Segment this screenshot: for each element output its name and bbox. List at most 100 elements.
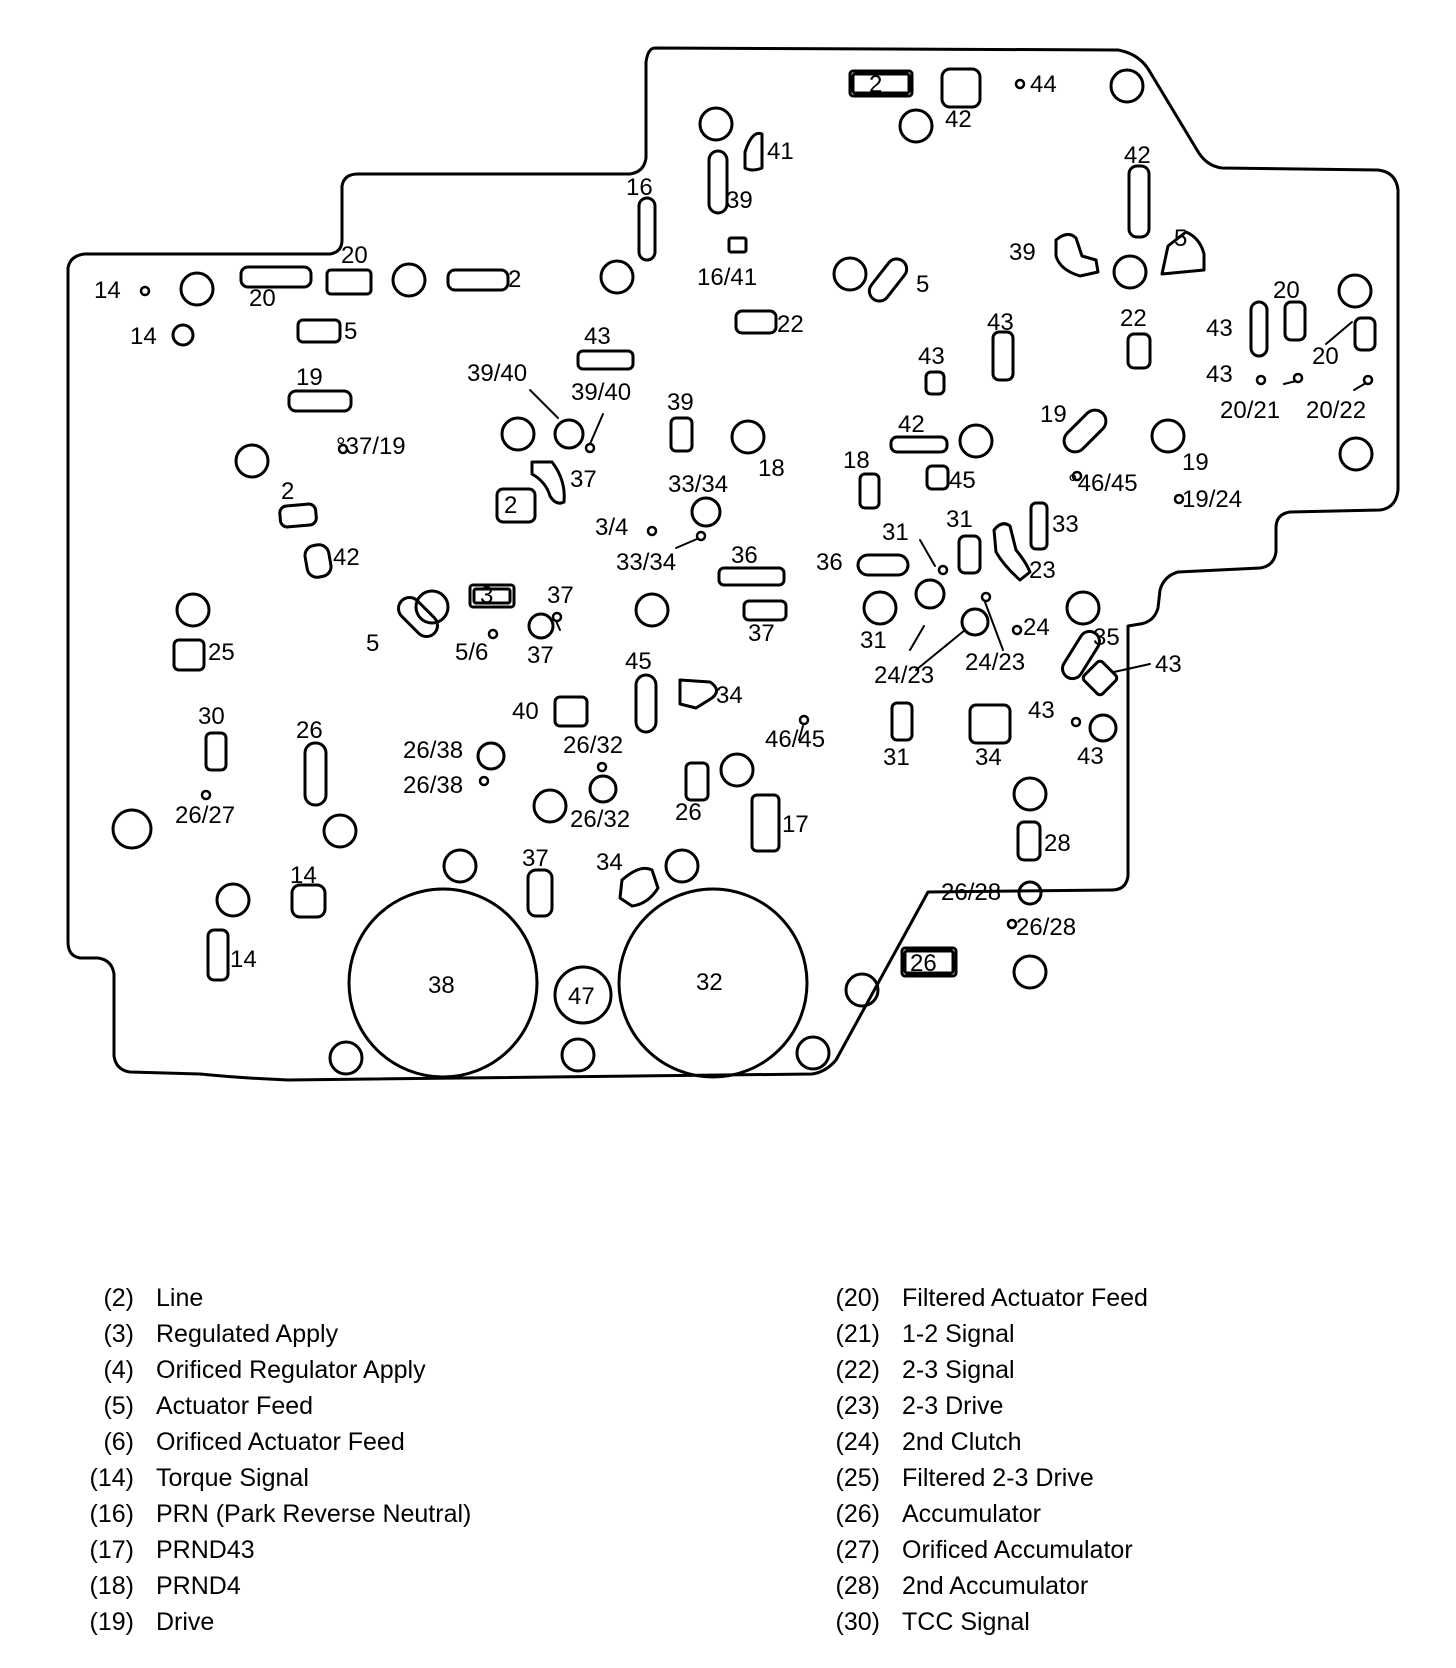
- label-14-d: 14: [230, 946, 257, 973]
- legend-code: (17): [89, 1536, 134, 1564]
- label-17: 17: [782, 811, 809, 838]
- label-3-4: 3/4: [595, 514, 628, 541]
- label-33-34-b: 33/34: [616, 549, 676, 576]
- legend-code: (30): [835, 1608, 880, 1636]
- legend-item: (5)Actuator Feed: [62, 1388, 742, 1424]
- legend-text: 1-2 Signal: [902, 1320, 1015, 1348]
- label-5-a: 5: [344, 318, 357, 345]
- label-37-e: 37: [522, 845, 549, 872]
- legend-code: (19): [89, 1608, 134, 1636]
- legend-text: PRND4: [156, 1572, 241, 1600]
- legend-item: (25)Filtered 2-3 Drive: [808, 1460, 1428, 1496]
- legend-code: (23): [835, 1392, 880, 1420]
- label-38: 38: [428, 972, 455, 999]
- legend-item: (18) PRND4: [62, 1568, 742, 1604]
- diagram-labels: 14 14 20 20 2 5 19 °37/19 2 42 25 30 26 …: [94, 71, 1366, 1010]
- legend-item: (23) 2-3 Drive: [808, 1388, 1428, 1424]
- label-2-a: 2: [508, 266, 521, 293]
- legend-item: (17) PRND43: [62, 1532, 742, 1568]
- label-31-c: 31: [860, 627, 887, 654]
- label-26-32-a: 26/32: [563, 732, 623, 759]
- legend-text: Orificed Accumulator: [902, 1536, 1133, 1564]
- label-35: 35: [1093, 624, 1120, 651]
- legend-code: (18): [89, 1572, 134, 1600]
- legend-left-column: (2)Line (3)Regulated Apply (4)Orificed R…: [62, 1280, 742, 1640]
- label-3: 3: [480, 582, 493, 609]
- label-41: 41: [767, 138, 794, 165]
- label-46-45-b: °46/45: [1068, 470, 1138, 497]
- label-31-a: 31: [882, 519, 909, 546]
- label-34-a: 34: [716, 682, 743, 709]
- legend-text: Regulated Apply: [156, 1320, 339, 1348]
- legend-text: 2-3 Drive: [902, 1392, 1004, 1420]
- circle-holes: [111, 68, 1374, 1076]
- label-47: 47: [568, 983, 595, 1010]
- legend-item: (24)2nd Clutch: [808, 1424, 1428, 1460]
- legend-text: Orificed Actuator Feed: [156, 1428, 405, 1456]
- legend-code: (20): [835, 1284, 880, 1312]
- legend-item: (30)TCC Signal: [808, 1604, 1428, 1640]
- legend-text: PRND43: [156, 1536, 255, 1564]
- label-20-d: 20: [1312, 343, 1339, 370]
- legend-right-column: (20)Filtered Actuator Feed (21)1-2 Signa…: [808, 1280, 1428, 1640]
- legend-code: (24): [835, 1428, 880, 1456]
- label-31-d: 31: [883, 744, 910, 771]
- label-28: 28: [1044, 830, 1071, 857]
- label-18-b: 18: [843, 447, 870, 474]
- legend-text: Orificed Regulator Apply: [156, 1356, 426, 1384]
- label-39-b: 39: [726, 187, 753, 214]
- label-39-40-b: 39/40: [571, 379, 631, 406]
- label-43-e: 43: [1206, 361, 1233, 388]
- label-22-a: 22: [777, 311, 804, 338]
- label-26-32-b: 26/32: [570, 806, 630, 833]
- label-20-21: 20/21: [1220, 397, 1280, 424]
- label-23: 23: [1029, 557, 1056, 584]
- label-5-c: 5: [916, 271, 929, 298]
- label-19-b: 19: [1040, 401, 1067, 428]
- legend-item: (6)Orificed Actuator Feed: [62, 1424, 742, 1460]
- label-43-b: 43: [987, 309, 1014, 336]
- label-31-b: 31: [946, 506, 973, 533]
- label-24: 24: [1023, 614, 1050, 641]
- label-16-a: 16: [626, 174, 653, 201]
- label-5-b: 5: [366, 630, 379, 657]
- legend-code: (14): [89, 1464, 134, 1492]
- bore-47: [553, 965, 613, 1025]
- label-14-a: 14: [94, 277, 121, 304]
- legend-code: (16): [89, 1500, 134, 1528]
- label-42-b: 42: [945, 106, 972, 133]
- legend-text: 2-3 Signal: [902, 1356, 1015, 1384]
- legend-text: PRN (Park Reverse Neutral): [156, 1500, 472, 1528]
- legend-item: (22)2-3 Signal: [808, 1352, 1428, 1388]
- valve-body-spacer-plate-diagram: 14 14 20 20 2 5 19 °37/19 2 42 25 30 26 …: [66, 46, 1400, 1082]
- legend-code: (21): [835, 1320, 880, 1348]
- legend-code: (28): [835, 1572, 880, 1600]
- label-14-b: 14: [130, 323, 157, 350]
- leader-lines: [529, 321, 1367, 741]
- legend-text: Torque Signal: [156, 1464, 309, 1492]
- label-33-34-a: 33/34: [668, 471, 728, 498]
- legend-item: (26)Accumulator: [808, 1496, 1428, 1532]
- label-22-b: 22: [1120, 305, 1147, 332]
- label-36-b: 36: [816, 549, 843, 576]
- legend-item: (16) PRN (Park Reverse Neutral): [62, 1496, 742, 1532]
- label-34-b: 34: [596, 849, 623, 876]
- legend-text: Filtered 2-3 Drive: [902, 1464, 1094, 1492]
- legend-code: (27): [835, 1536, 880, 1564]
- legend-item: (28) 2nd Accumulator: [808, 1568, 1428, 1604]
- label-37-a: 37: [570, 466, 597, 493]
- label-19-24: 19/24: [1182, 486, 1242, 513]
- legend-text: Drive: [156, 1608, 215, 1636]
- legend-item: (19) Drive: [62, 1604, 742, 1640]
- legend-text: 2nd Accumulator: [902, 1572, 1089, 1600]
- label-44: 44: [1030, 71, 1057, 98]
- legend-item: (21) 1-2 Signal: [808, 1316, 1428, 1352]
- legend-text: Accumulator: [902, 1500, 1041, 1528]
- label-20-b: 20: [341, 242, 368, 269]
- label-39-a: 39: [667, 389, 694, 416]
- label-42-d: 42: [898, 411, 925, 438]
- label-25: 25: [208, 639, 235, 666]
- legend-item: (14) Torque Signal: [62, 1460, 742, 1496]
- label-39-c: 39: [1009, 239, 1036, 266]
- label-5-d: 5: [1174, 225, 1187, 252]
